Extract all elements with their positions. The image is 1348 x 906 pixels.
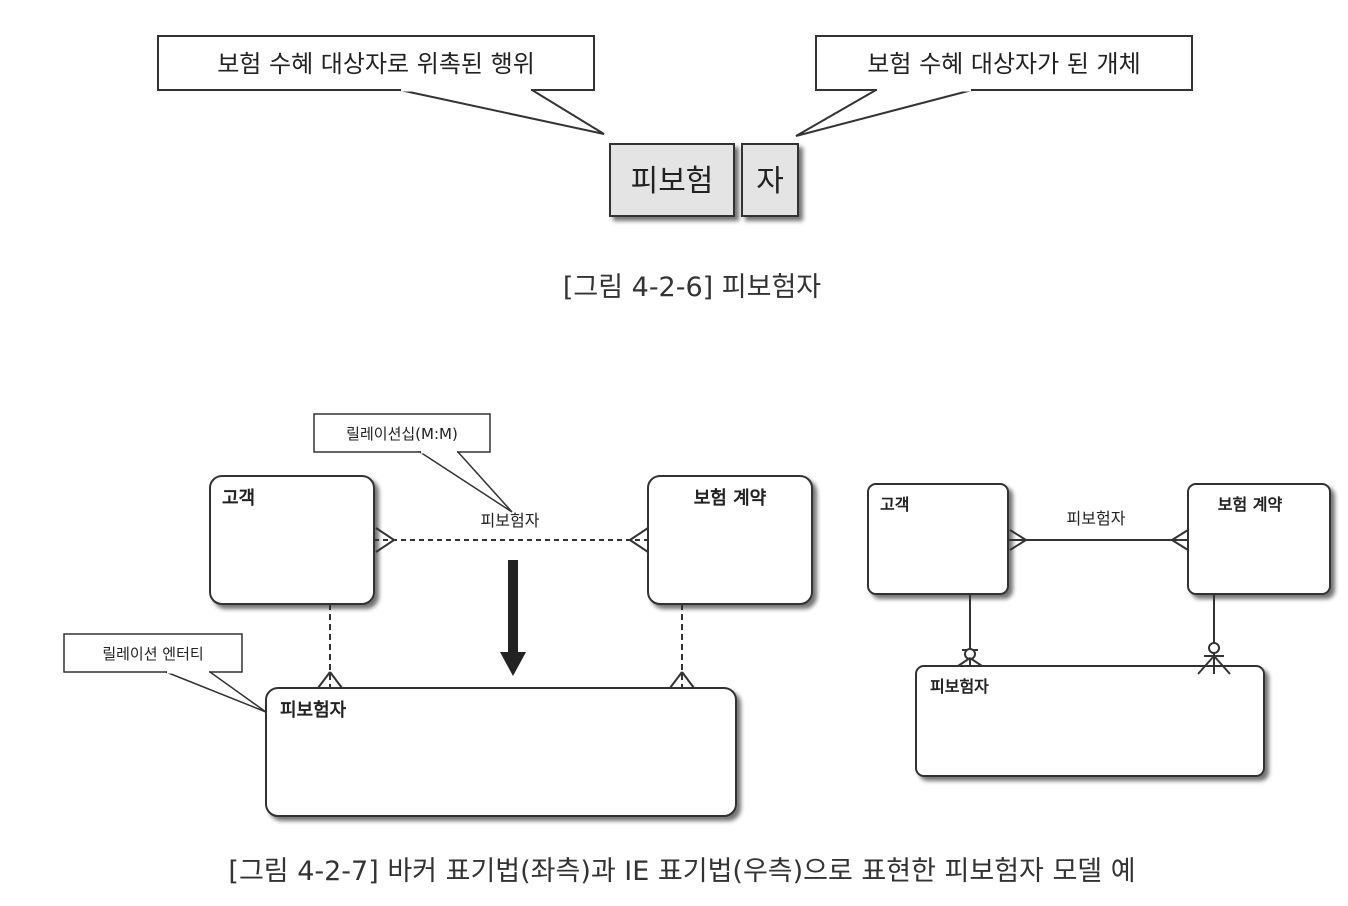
- barker-entity-insured: 피보험자: [265, 687, 737, 817]
- conversion-arrow: [500, 560, 526, 676]
- bubble-relationship: 릴레이션십(M:M): [313, 413, 513, 513]
- ie-entity-customer: 고객: [867, 483, 1009, 595]
- caption-figure-4-2-6: [그림 4-2-6] 피보험자: [563, 272, 821, 303]
- barker-entity-customer-label: 고객: [222, 488, 255, 509]
- ie-entity-customer-label: 고객: [880, 495, 909, 514]
- callout-right: 보험 수혜 대상자가 된 개체: [795, 35, 1193, 137]
- ie-relationship-line: [1008, 529, 1189, 551]
- barker-entity-contract: 보험 계약: [647, 475, 813, 605]
- barker-entity-customer: 고객: [209, 475, 375, 605]
- barker-diagram: 릴레이션십(M:M) 릴레이션 엔터티 고객 보험 계약 피보험자: [63, 413, 813, 817]
- barker-link-customer-insured: [317, 604, 343, 689]
- box-insured-act-label: 피보험: [631, 164, 714, 199]
- bubble-relation-entity: 릴레이션 엔터티: [63, 633, 267, 713]
- ie-link-customer-insured: [957, 594, 983, 667]
- caption-figure-4-2-7: [그림 4-2-7] 바커 표기법(좌측)과 IE 표기법(우측)으로 표현한 …: [228, 856, 1135, 887]
- box-person: [741, 143, 799, 217]
- ie-entity-contract-label: 보험 계약: [1218, 495, 1283, 514]
- box-person-label: 자: [756, 164, 784, 199]
- barker-link-contract-insured: [669, 604, 695, 689]
- bubble-relation-entity-text: 릴레이션 엔터티: [102, 645, 203, 663]
- barker-entity-contract-label: 보험 계약: [694, 487, 767, 509]
- ie-entity-insured-label: 피보험자: [930, 677, 989, 696]
- ie-entity-insured: 피보험자: [915, 665, 1265, 777]
- ie-relationship-label: 피보험자: [1067, 509, 1126, 528]
- ie-link-contract-insured: [1197, 594, 1231, 675]
- barker-relationship-line: [374, 527, 649, 553]
- figure-4-2-6: 보험 수혜 대상자로 위촉된 행위 보험 수혜 대상자가 된 개체 피보험 자 …: [157, 35, 1193, 303]
- callout-left: 보험 수혜 대상자로 위촉된 행위: [157, 35, 605, 135]
- ie-entity-contract: 보험 계약: [1187, 483, 1331, 595]
- box-insured-act: [609, 143, 735, 217]
- bubble-relationship-text: 릴레이션십(M:M): [346, 425, 458, 443]
- callout-right-text: 보험 수혜 대상자가 된 개체: [867, 50, 1140, 78]
- ie-diagram: 고객 보험 계약 피보험자 피보험자: [867, 483, 1331, 777]
- barker-relationship-label: 피보험자: [481, 511, 540, 530]
- barker-entity-insured-label: 피보험자: [280, 699, 347, 721]
- callout-left-text: 보험 수혜 대상자로 위촉된 행위: [217, 50, 535, 78]
